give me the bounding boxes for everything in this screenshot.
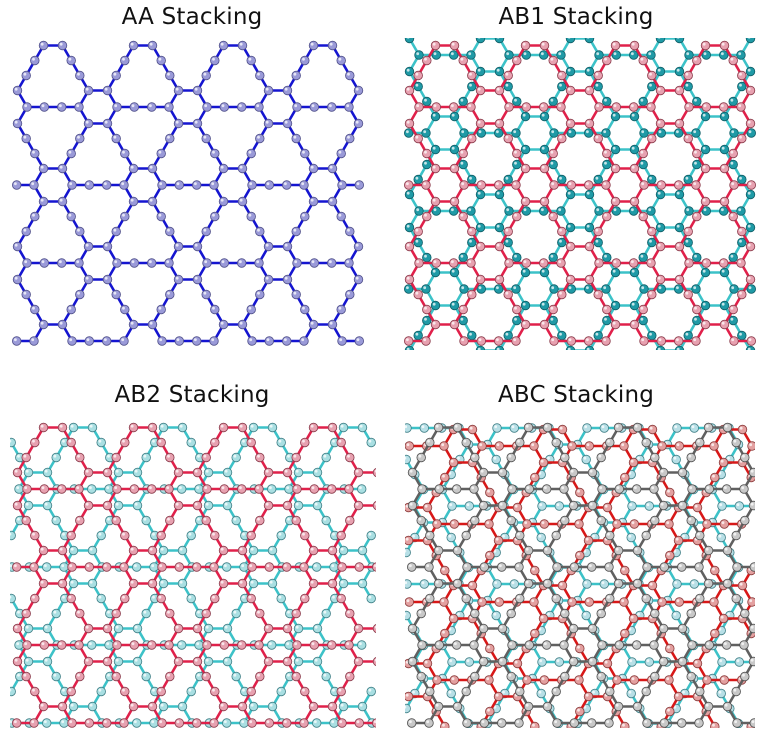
layer-B: [405, 424, 755, 728]
lattice-structure: [10, 422, 376, 728]
panel-ab1: AB1 Stacking: [384, 0, 768, 368]
lattice-structure: [11, 40, 365, 346]
panel-title: ABC Stacking: [497, 382, 655, 408]
layer-A: [406, 422, 755, 728]
layer-B: [403, 38, 757, 350]
panel-aa: AA Stacking: [0, 0, 384, 368]
panel-title: AB2 Stacking: [114, 382, 270, 408]
lattice-structure: [403, 38, 757, 350]
panel-title: AA Stacking: [121, 4, 263, 30]
layer-A: [403, 40, 757, 346]
layer-A: [11, 40, 365, 346]
panel-ab2: AB2 Stacking: [0, 378, 384, 736]
layer-B: [10, 422, 376, 728]
panel-abc: ABC Stacking: [384, 378, 768, 736]
layer-A: [11, 422, 376, 728]
panel-title: AB1 Stacking: [498, 4, 654, 30]
lattice-structure: [405, 422, 755, 728]
